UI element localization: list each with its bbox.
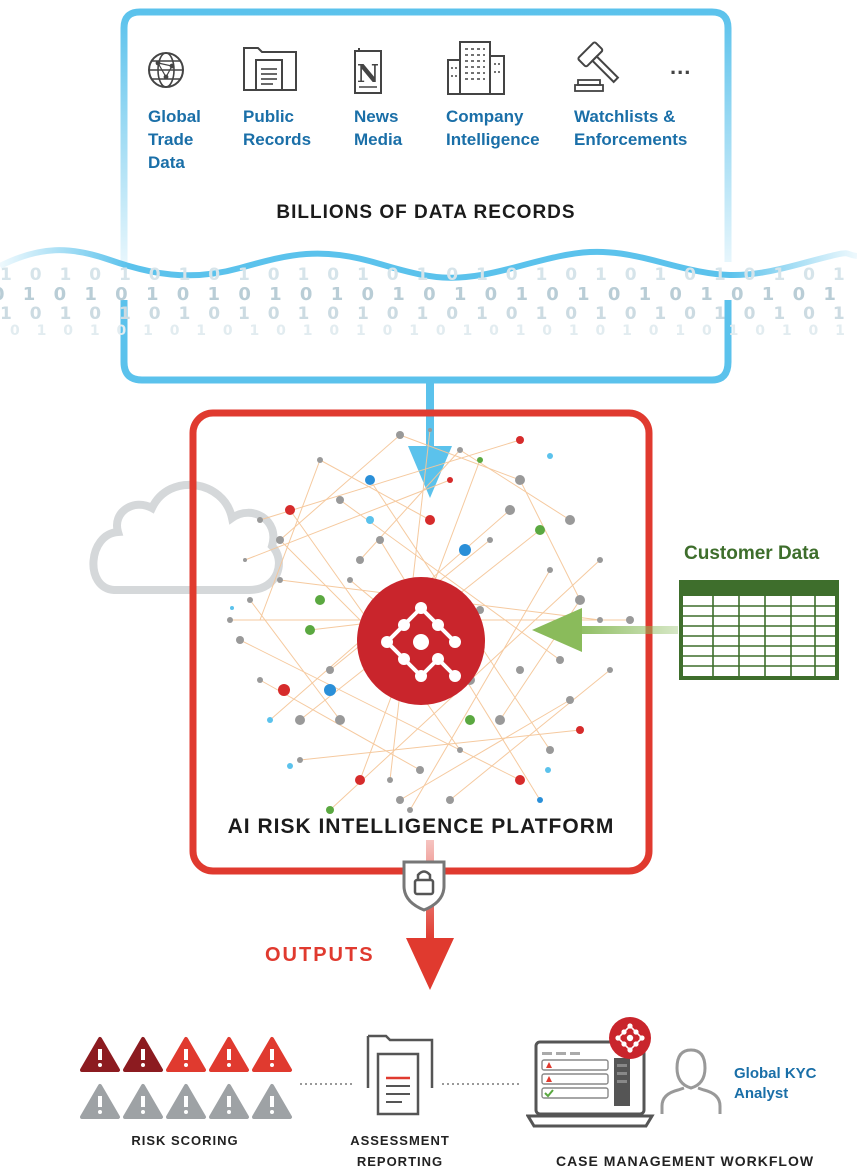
analyst-label: Global KYC Analyst (734, 1065, 817, 1102)
binary-row-3: 1 0 1 0 1 0 1 0 1 0 1 0 1 0 1 0 1 0 1 0 … (0, 304, 857, 324)
customer-data-label: Customer Data (684, 543, 820, 564)
binary-row-4: 0 1 0 1 0 1 0 1 0 1 0 1 0 1 0 1 0 1 0 1 … (10, 323, 857, 339)
case-logo-badge-icon (609, 1017, 651, 1059)
binary-row-2: 0 1 0 1 0 1 0 1 0 1 0 1 0 1 0 1 0 1 0 1 … (0, 284, 849, 305)
connector-dots-1 (300, 1083, 352, 1085)
laptop-workflow-icon (526, 1040, 655, 1128)
lock-shield-icon (402, 860, 446, 912)
risk-scoring-label: RISK SCORING (131, 1133, 239, 1148)
connector-dots-2 (442, 1083, 522, 1085)
folder-document-icon (243, 47, 297, 91)
source-label-watchlists: Watchlists & Enforcements (574, 107, 688, 149)
data-wave (0, 247, 857, 281)
billions-records-caption: BILLIONS OF DATA RECORDS (276, 202, 576, 223)
report-document-icon (366, 1034, 434, 1116)
newspaper-icon: N (354, 48, 382, 94)
office-building-icon (447, 41, 505, 95)
risk-scoring-icons (80, 1037, 292, 1119)
source-label-global-trade: Global Trade Data (148, 107, 201, 172)
more-sources-icon: ... (670, 54, 692, 79)
source-label-news-media: News Media (354, 107, 403, 149)
source-label-company-intelligence: Company Intelligence (446, 107, 540, 149)
assessment-reporting-label: ASSESSMENT REPORTING (350, 1133, 450, 1169)
platform-caption: AI RISK INTELLIGENCE PLATFORM (227, 815, 615, 838)
case-management-label: CASE MANAGEMENT WORKFLOW (555, 1153, 815, 1169)
spreadsheet-icon (679, 580, 839, 680)
customer-data-arrow (532, 608, 678, 652)
binary-row-1: 1 0 1 0 1 0 1 0 1 0 1 0 1 0 1 0 1 0 1 0 … (0, 265, 857, 285)
gavel-icon (574, 41, 620, 92)
source-label-public-records: Public Records (243, 107, 312, 149)
outputs-label: OUTPUTS (265, 944, 375, 966)
platform-logo-icon (357, 577, 485, 705)
svg-text:N: N (357, 59, 379, 88)
analyst-person-icon (660, 1048, 722, 1114)
globe-icon (148, 52, 184, 88)
